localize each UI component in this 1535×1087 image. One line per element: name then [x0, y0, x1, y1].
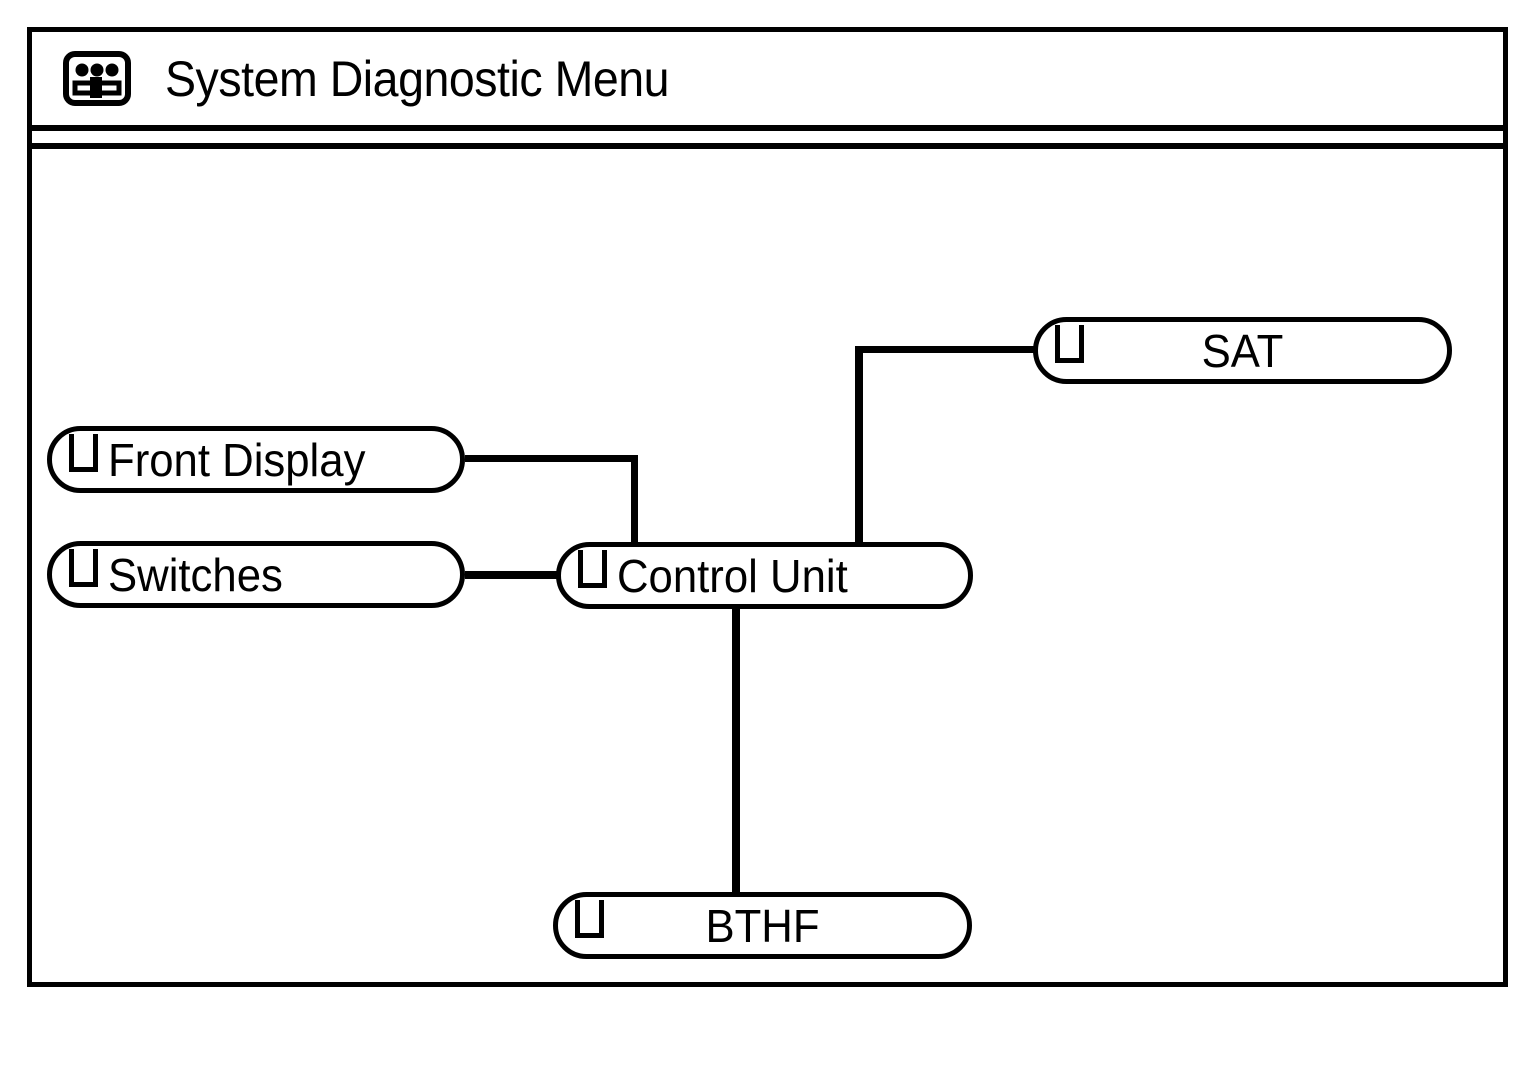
- title-bar-divider-outer: [32, 125, 1503, 131]
- node-sat-label: SAT: [1201, 324, 1284, 377]
- connector-switches-to-control-unit: [465, 571, 563, 579]
- connector-control-unit-to-bthf: [732, 604, 740, 898]
- node-bthf-label: BTHF: [705, 899, 820, 952]
- connector-front-display-to-control-unit-vertical: [631, 455, 638, 550]
- node-switches[interactable]: Switches: [47, 541, 465, 608]
- system-diagram: Front Display Switches Control Unit SAT …: [32, 149, 1503, 982]
- node-control-unit-label: Control Unit: [617, 549, 848, 602]
- module-icon: [69, 549, 98, 587]
- node-front-display[interactable]: Front Display: [47, 426, 465, 493]
- page-title: System Diagnostic Menu: [165, 50, 670, 107]
- module-icon: [578, 550, 607, 588]
- connector-sat-to-control-unit-vertical: [855, 346, 863, 553]
- title-bar-divider-inner: [32, 143, 1503, 149]
- node-switches-label: Switches: [108, 548, 283, 601]
- node-front-display-label: Front Display: [108, 433, 366, 486]
- node-sat[interactable]: SAT: [1033, 317, 1452, 384]
- connector-sat-to-control-unit-horizontal: [855, 346, 1040, 353]
- diagnostic-panel-icon: [63, 51, 131, 106]
- title-bar: System Diagnostic Menu: [32, 32, 1503, 125]
- module-icon: [1055, 325, 1084, 363]
- application-window: System Diagnostic Menu Front Display Swi…: [27, 27, 1508, 987]
- node-bthf[interactable]: BTHF: [553, 892, 972, 959]
- module-icon: [69, 434, 98, 472]
- module-icon: [575, 900, 604, 938]
- connector-front-display-to-control-unit-horizontal: [465, 455, 638, 462]
- node-control-unit[interactable]: Control Unit: [556, 542, 973, 609]
